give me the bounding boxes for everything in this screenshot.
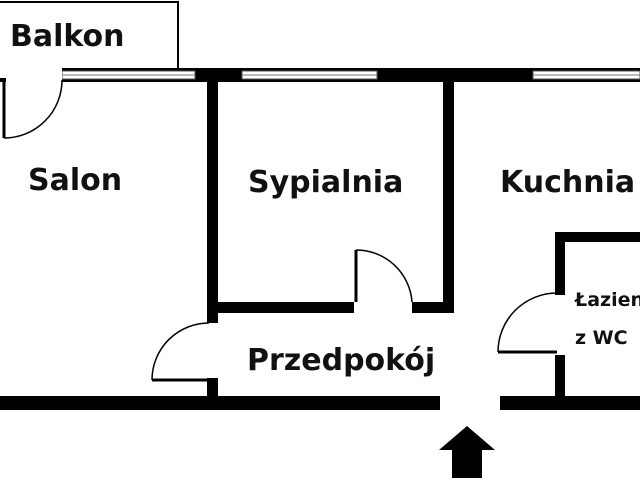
wall-sypialnia-bottom — [412, 302, 454, 313]
wall-bathroom-left — [555, 355, 565, 398]
window — [61, 70, 196, 80]
wall-bathroom-top — [555, 232, 640, 242]
wall-sypialnia-kuchnia — [443, 82, 454, 312]
wall-salon-hall — [207, 378, 218, 398]
wall-sypialnia-bottom — [207, 302, 354, 313]
window — [532, 70, 640, 80]
bottom-wall — [0, 396, 440, 410]
label-salon: Salon — [28, 163, 122, 198]
wall-salon-sypialnia — [207, 82, 218, 323]
balcony-outline — [0, 1, 179, 70]
label-z-wc: z WC — [575, 327, 628, 349]
balcony-door-opening — [0, 66, 62, 84]
hall-door — [151, 322, 210, 382]
label-sypialnia: Sypialnia — [248, 165, 403, 200]
arrow-up-icon — [439, 426, 495, 478]
label-balkon: Balkon — [10, 19, 125, 54]
balcony-door — [0, 78, 63, 139]
wall-bathroom-left — [555, 232, 565, 295]
bedroom-door — [354, 249, 413, 303]
label-przedpokoj: Przedpokój — [247, 343, 435, 378]
bottom-wall — [500, 396, 640, 410]
bathroom-door — [497, 292, 558, 354]
label-kuchnia: Kuchnia — [500, 165, 635, 200]
window — [241, 70, 378, 80]
label-lazienka: Łazienka — [574, 289, 640, 311]
